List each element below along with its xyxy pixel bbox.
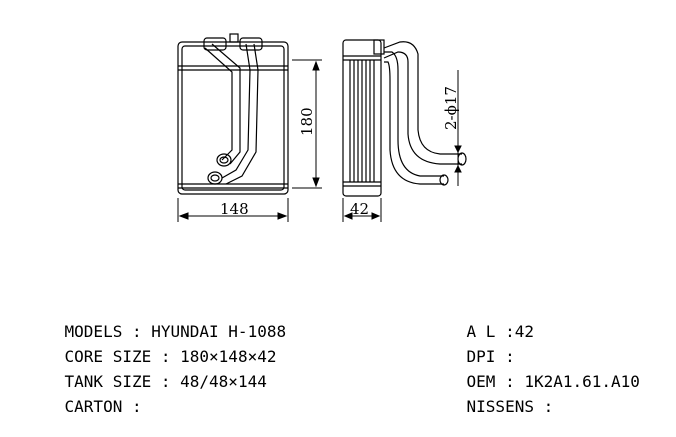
spec-models: MODELS : HYUNDAI H-1088 [26, 302, 287, 362]
pipe-label: 2-ϕ17 [442, 86, 460, 130]
spec-value: 48/48×144 [180, 372, 267, 391]
spec-label: MODELS [64, 322, 123, 341]
spec-carton: CARTON : [26, 377, 151, 437]
spec-label: CARTON [64, 397, 123, 416]
spec-dpi: DPI : [428, 327, 524, 387]
spec-separator: : [533, 397, 563, 416]
spec-tank-size: TANK SIZE : 48/48×144 [26, 352, 267, 412]
spec-value: HYUNDAI H-1088 [151, 322, 287, 341]
spec-label: CORE SIZE [64, 347, 152, 366]
spec-label: OEM [466, 372, 496, 391]
depth-label: 42 [350, 200, 369, 218]
spec-label: A L [466, 322, 496, 341]
spec-value: 42 [514, 322, 534, 341]
spec-separator: : [122, 397, 152, 416]
spec-separator: : [122, 322, 152, 341]
spec-value: 1K2A1.61.A10 [524, 372, 640, 391]
spec-label: TANK SIZE [64, 372, 152, 391]
spec-al: A L :42 [428, 302, 534, 362]
spec-oem: OEM : 1K2A1.61.A10 [428, 352, 640, 412]
pipe-dimension [454, 70, 462, 186]
depth-dimension [342, 198, 382, 222]
front-view [177, 33, 289, 195]
spec-separator: : [495, 347, 525, 366]
spec-nissens: NISSENS : [428, 377, 563, 437]
spec-separator: : [151, 372, 181, 391]
side-view [342, 39, 467, 197]
spec-separator: : [151, 347, 181, 366]
spec-separator: : [495, 322, 515, 341]
height-label: 180 [298, 107, 316, 136]
spec-label: DPI [466, 347, 496, 366]
width-label: 148 [220, 200, 249, 218]
spec-label: NISSENS [466, 397, 534, 416]
spec-core-size: CORE SIZE : 180×148×42 [26, 327, 277, 387]
width-dimension [177, 198, 289, 222]
height-dimension [292, 59, 322, 189]
heater-core-drawing: 148 180 [177, 33, 467, 222]
spec-separator: : [495, 372, 525, 391]
spec-value: 180×148×42 [180, 347, 277, 366]
